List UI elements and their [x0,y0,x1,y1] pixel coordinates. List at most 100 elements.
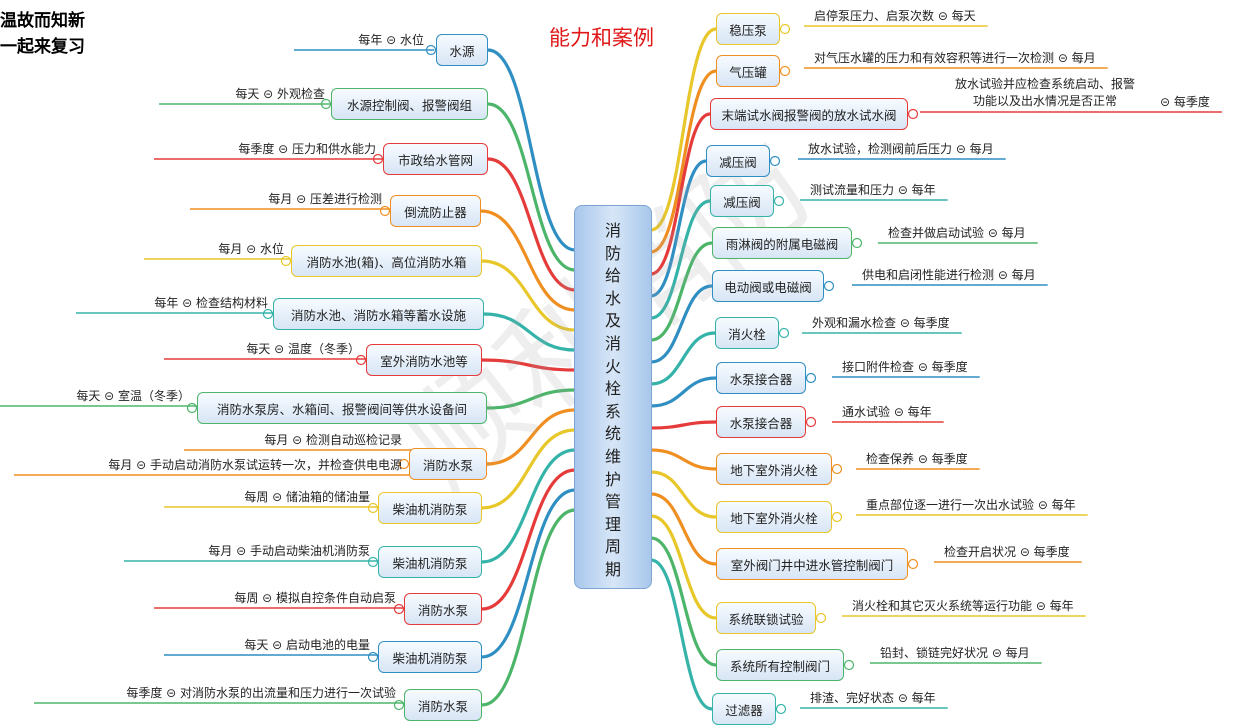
node-pressure-tank[interactable]: 气压罐 [716,55,780,87]
leaf-fire-water-tank: 每月 ⊝ 水位 [218,242,284,256]
node-control-valves[interactable]: 系统所有控制阀门 [716,649,844,681]
node-pump-room[interactable]: 消防水泵房、水箱间、报警阀间等供水设备间 [197,392,487,424]
central-topic-char: 栓 [604,379,621,399]
node-underground-hydrant-1[interactable]: 地下室外消火栓 [716,453,832,485]
central-topic-char: 护 [604,469,621,489]
leaf-backflow-preventer: 每月 ⊝ 压差进行检测 [268,192,382,206]
node-outdoor-tank[interactable]: 室外消防水池等 [366,344,482,376]
branch-line-left [480,448,577,564]
node-water-storage[interactable]: 消防水池、消防水箱等蓄水设施 [273,298,484,330]
leaf-water-storage: 每年 ⊝ 检查结构材料 [154,296,268,310]
node-pump-adapter-1[interactable]: 水泵接合器 [716,362,806,394]
central-topic-char: 给 [604,266,621,286]
node-motor-valve[interactable]: 电动阀或电磁阀 [712,270,824,302]
node-fire-pump-3[interactable]: 消防水泵 [404,689,482,721]
node-interlock-test[interactable]: 系统联锁试验 [716,602,816,634]
branch-line-right [649,241,714,342]
node-diesel-pump-2[interactable]: 柴油机消防泵 [378,546,482,578]
collapse-toggle-icon [367,556,379,568]
collapse-toggle-icon [907,558,919,570]
node-municipal-pipe[interactable]: 市政给水管网 [383,143,488,175]
leaf-end-test-valve: 放水试验并应检查系统启动、报警 功能以及出水情况是否正常 [954,77,1135,108]
node-fire-pump-2[interactable]: 消防水泵 [404,593,482,625]
collapse-toggle-icon [280,255,292,267]
central-topic-char: 统 [604,424,621,444]
central-topic-char: 及 [604,311,621,331]
branch-line-right [649,69,718,254]
collapse-toggle-icon [773,195,785,207]
node-fire-pump-1[interactable]: 消防水泵 [409,448,487,480]
collapse-toggle-icon [831,463,843,475]
leaf-fire-pump-1b: 每月 ⊝ 手动启动消防水泵试运转一次，并检查供电电源 [108,458,402,472]
leaf-filter: 排渣、完好状态 ⊝ 每年 [810,691,936,705]
node-reducing-valve-2[interactable]: 减压阀 [710,185,774,217]
collapse-toggle-icon [769,155,781,167]
collapse-toggle-icon [831,511,843,523]
node-outdoor-valve-well[interactable]: 室外阀门井中进水管控制阀门 [716,548,908,580]
central-topic-char: 维 [604,446,621,466]
branch-line-left [486,157,577,292]
node-backflow-preventer[interactable]: 倒流防止器 [390,195,481,227]
leaf-motor-valve: 供电和启闭性能进行检测 ⊝ 每月 [862,268,1036,282]
leaf-water-control-valve: 每天 ⊝ 外观检查 [235,87,325,101]
leaf-interlock-test: 消火栓和其它灭火系统等运行功能 ⊝ 每年 [852,599,1074,613]
branch-line-right [649,536,718,667]
central-topic-char: 系 [604,401,621,421]
collapse-toggle-icon [355,354,367,366]
collapse-toggle-icon [186,402,198,414]
branch-line-right [649,159,708,298]
central-topic-char: 水 [604,288,621,308]
branch-line-right [649,470,718,519]
collapse-toggle-icon [778,327,790,339]
collapse-toggle-icon [805,416,817,428]
leaf-underground-hydrant-2: 重点部位逐一进行一次出水试验 ⊝ 每年 [866,498,1076,512]
node-filter[interactable]: 过滤器 [712,693,776,725]
branch-line-left [485,388,577,410]
leaf-outdoor-valve-well: 检查开启状况 ⊝ 每季度 [944,545,1070,559]
leaf-diesel-pump-1: 每周 ⊝ 储油箱的储油量 [244,490,370,504]
node-water-source[interactable]: 水源 [436,34,488,66]
node-pump-adapter-2[interactable]: 水泵接合器 [716,406,806,438]
branch-line-left [482,312,577,352]
node-deluge-solenoid[interactable]: 雨淋阀的附属电磁阀 [712,227,852,259]
collapse-toggle-icon [823,280,835,292]
collapse-toggle-icon [775,703,787,715]
branch-line-right [649,331,717,386]
collapse-toggle-icon [851,237,863,249]
branch-line-right [649,448,718,471]
leaf-outdoor-tank: 每天 ⊝ 温度（冬季） [246,342,360,356]
leaf-fire-pump-2: 每周 ⊝ 模拟自控条件自动启泵 [234,591,396,605]
central-topic[interactable]: 消防给水及消火栓系统维护管理周期 [574,205,652,589]
leaf-reducing-valve-1: 放水试验，检测阀前后压力 ⊝ 每月 [808,142,994,156]
central-topic-char: 消 [604,333,621,353]
leaf-control-valves: 铅封、锁链完好状况 ⊝ 每月 [880,646,1030,660]
branch-line-right [649,199,712,320]
leaf-stabilizer-pump: 启停泵压力、启泵次数 ⊝ 每天 [814,9,976,23]
node-stabilizer-pump[interactable]: 稳压泵 [716,13,780,45]
node-diesel-pump-1[interactable]: 柴油机消防泵 [378,492,482,524]
node-end-test-valve[interactable]: 末端试水阀报警阀的放水试水阀 [710,98,908,130]
branch-line-right [649,376,718,408]
branch-line-right [649,284,714,364]
node-hydrant[interactable]: 消火栓 [715,317,779,349]
branch-line-left [480,468,577,611]
leaf-water-source: 每年 ⊝ 水位 [358,33,424,47]
central-topic-char: 火 [604,356,621,376]
branch-line-right [649,558,714,711]
node-fire-water-tank[interactable]: 消防水池(箱)、高位消防水箱 [291,245,482,277]
heading-line-1: 温故而知新 [0,11,85,31]
node-water-control-valve[interactable]: 水源控制阀、报警阀组 [331,88,488,120]
cases-title: 能力和案例 [549,26,654,50]
central-topic-char: 周 [604,537,621,557]
leaf-fire-pump-1a: 每月 ⊝ 检测自动巡检记录 [264,433,402,447]
leaf-diesel-pump-3: 每天 ⊝ 启动电池的电量 [244,638,370,652]
node-underground-hydrant-2[interactable]: 地下室外消火栓 [716,501,832,533]
node-reducing-valve-1[interactable]: 减压阀 [706,145,770,177]
leaf-diesel-pump-2: 每月 ⊝ 手动启动柴油机消防泵 [208,544,370,558]
collapse-toggle-icon [907,108,919,120]
branch-line-right [649,420,718,430]
heading-line-2: 一起来复习 [0,37,85,57]
node-diesel-pump-3[interactable]: 柴油机消防泵 [378,641,482,673]
